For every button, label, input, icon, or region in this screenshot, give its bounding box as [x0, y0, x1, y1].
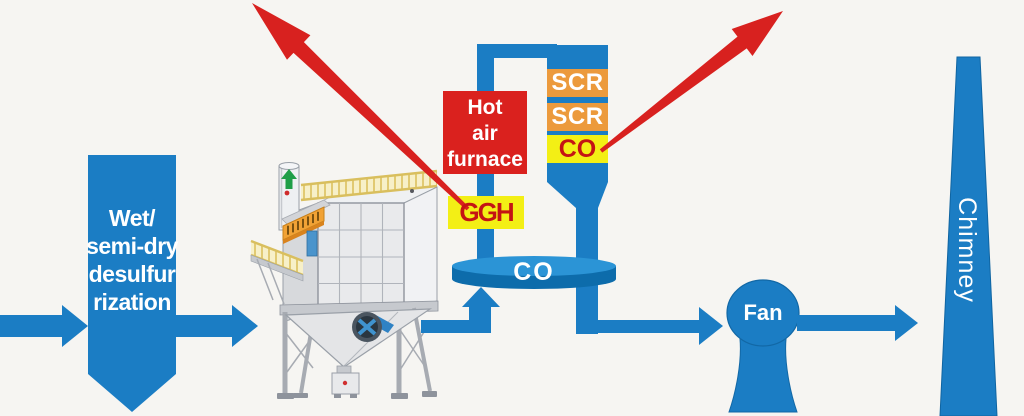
fan-unit: [726, 279, 800, 413]
flow-arrow-baghouse-to-disk: [421, 287, 500, 333]
access-door: [306, 230, 318, 257]
up-arrow-icon: [281, 169, 297, 179]
co-layer: [547, 135, 608, 163]
inlet-flow-arrow: [0, 305, 88, 347]
hot-air-furnace-box: [443, 91, 527, 174]
flow-arrowhead-to-fan: [699, 307, 723, 345]
louver-hood: [281, 199, 331, 226]
hot-gas-arrow-right: [599, 11, 783, 153]
roof-railing: [300, 169, 438, 202]
fan-circle: [726, 279, 800, 347]
scr-reactor-tower: [547, 45, 608, 334]
flow-arrowhead-to-chimney: [895, 305, 918, 341]
desulfurization-tower: [88, 155, 176, 412]
platform-railing: [250, 239, 304, 305]
baghouse-right-face: [403, 186, 438, 311]
stack-indicator-dot: [284, 190, 290, 196]
flow-pipe-to-fan: [576, 320, 699, 333]
co-rotary-disk: [452, 256, 616, 289]
top-crossover-pipe: [477, 44, 557, 58]
scr-layer-middle: [547, 103, 608, 131]
fan-pedestal: [728, 338, 798, 413]
baghouse-panel-grid: [317, 202, 405, 311]
hot-gas-arrow-left: [252, 3, 470, 211]
louver-feeder: [282, 206, 325, 244]
up-arrow-shaft: [285, 179, 293, 189]
discharge-box: [331, 365, 360, 398]
baghouse-filter: [250, 162, 439, 399]
rotary-valve: [352, 312, 394, 342]
flow-arrow-desulf-to-baghouse: [176, 305, 258, 347]
chimney: [939, 56, 998, 416]
roof-detail-dot: [410, 189, 414, 193]
scr-layer-top: [547, 69, 608, 97]
flow-pipe-fan-to-chimney: [797, 315, 895, 331]
